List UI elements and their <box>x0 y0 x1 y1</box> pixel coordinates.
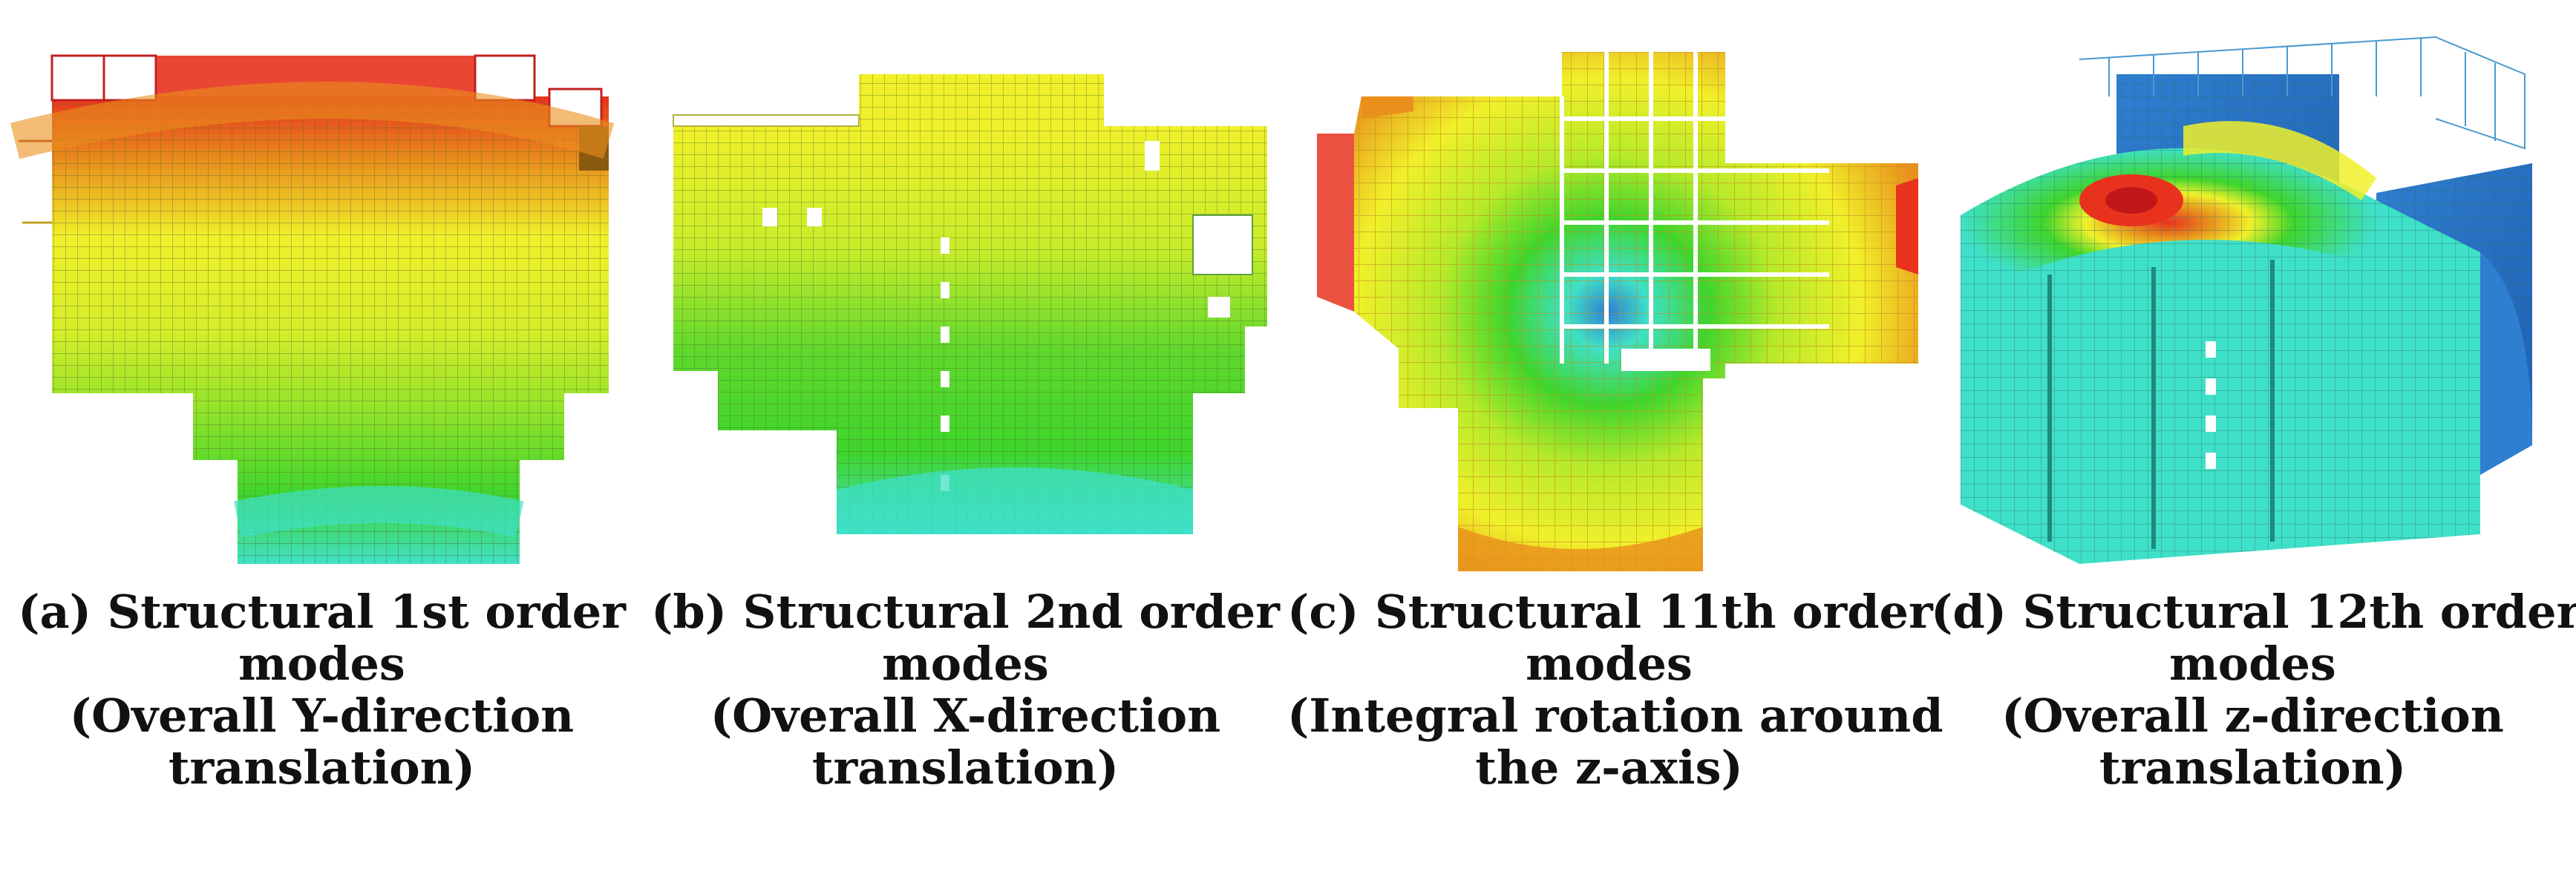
panel-b: (b) Structural 2nd order modes (Overall … <box>644 0 1287 880</box>
caption-b-line1: (b) Structural 2nd order <box>651 585 1280 639</box>
panel-d: (d) Structural 12th order modes (Overall… <box>1931 0 2576 880</box>
caption-a: (a) Structural 1st order modes (Overall … <box>0 586 644 794</box>
caption-c-line3: (Integral rotation around <box>1287 689 1944 743</box>
caption-b: (b) Structural 2nd order modes (Overall … <box>644 586 1287 794</box>
caption-a-line2: modes <box>238 637 405 691</box>
mode-shape-1-y-translation-image <box>10 54 615 564</box>
caption-d-line4: translation) <box>2099 741 2407 795</box>
caption-c-line1: (c) Structural 11th order <box>1287 585 1933 639</box>
mode-shape-2-x-translation-image <box>673 74 1267 534</box>
caption-d-line2: modes <box>2169 637 2336 691</box>
mode-shape-12-z-translation-image <box>1961 36 2532 564</box>
caption-d: (d) Structural 12th order modes (Overall… <box>1931 585 2576 795</box>
caption-a-line4: translation) <box>168 741 476 795</box>
caption-b-line2: modes <box>882 637 1049 691</box>
caption-c: (c) Structural 11th order modes (Integra… <box>1287 585 1944 795</box>
caption-b-line3: (Overall X-direction <box>710 689 1221 743</box>
caption-a-line3: (Overall Y-direction <box>69 689 575 743</box>
panel-c: (c) Structural 11th order modes (Integra… <box>1287 0 1944 880</box>
caption-d-line3: (Overall z-direction <box>2001 689 2504 743</box>
caption-d-line1: (d) Structural 12th order <box>1931 585 2576 639</box>
caption-c-line4: the z-axis) <box>1475 741 1743 795</box>
caption-c-line2: modes <box>1526 637 1693 691</box>
mode-shape-11-z-rotation-image <box>1317 52 1918 571</box>
caption-b-line4: translation) <box>811 741 1119 795</box>
panel-a: (a) Structural 1st order modes (Overall … <box>0 0 644 880</box>
caption-a-line1: (a) Structural 1st order <box>18 585 626 639</box>
